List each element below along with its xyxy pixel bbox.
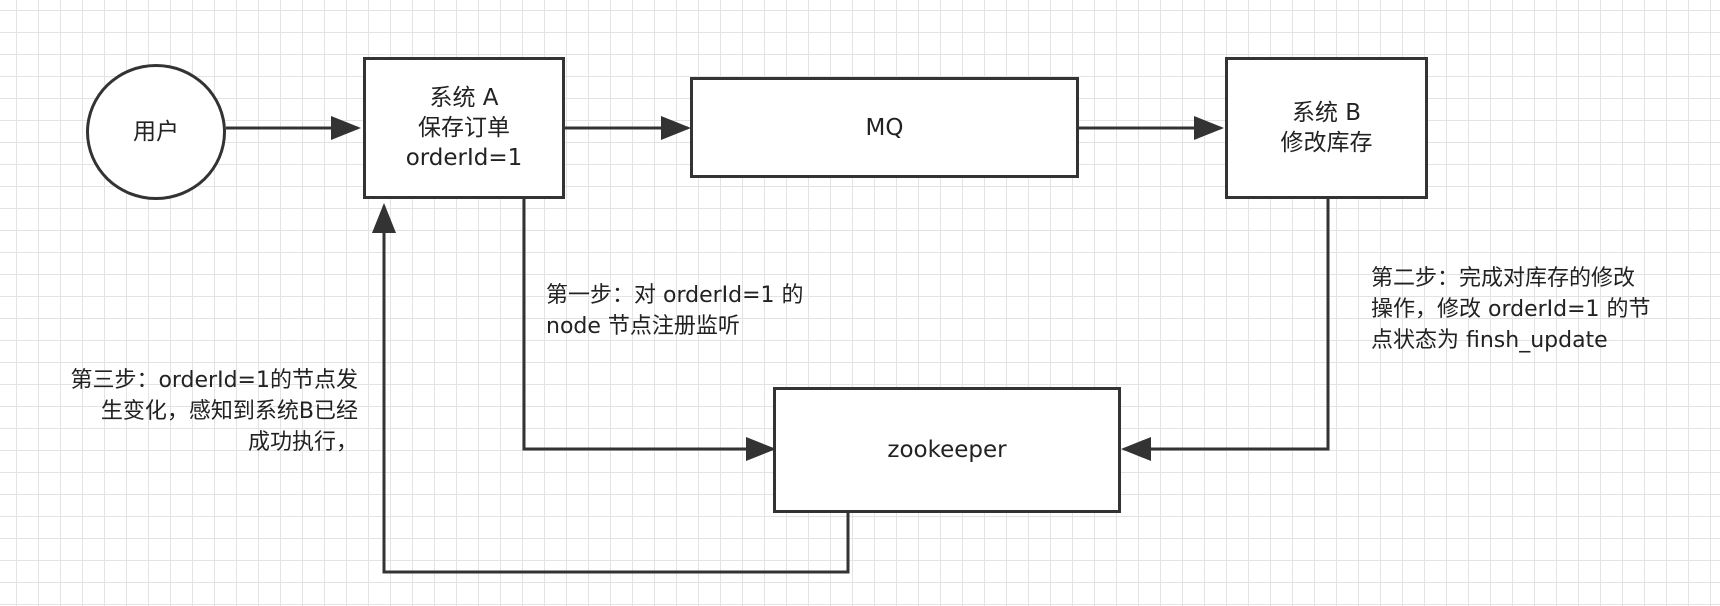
step2-annotation: 第二步：完成对库存的修改 操作，修改 orderId=1 的节 点状态为 fin… [1371, 263, 1651, 356]
mq-node-label: MQ [865, 114, 904, 141]
step2-line-2: 操作，修改 orderId=1 的节 [1371, 297, 1651, 322]
step3-annotation: 第三步：orderId=1的节点发 生变化，感知到系统B已经 成功执行， [70, 365, 358, 458]
step1-line-1: 第一步：对 orderId=1 的 [546, 283, 804, 308]
step3-line-1: 第三步：orderId=1的节点发 [70, 368, 358, 393]
step3-line-2: 生变化，感知到系统B已经 [100, 399, 358, 424]
arrow-system-b-to-zookeeper [1121, 198, 1330, 461]
zookeeper-node: zookeeper [773, 387, 1121, 513]
user-node-label: 用户 [133, 119, 179, 145]
system-b-title: 系统 B [1291, 100, 1362, 126]
step2-line-3: 点状态为 finsh_update [1371, 328, 1608, 353]
system-a-node: 系统 A 保存订单 orderId=1 [363, 57, 565, 199]
system-a-action: 保存订单 [418, 115, 510, 141]
step3-line-3: 成功执行， [247, 430, 358, 455]
arrow-zookeeper-to-system-a [372, 203, 850, 574]
system-a-order-id: orderId=1 [405, 145, 523, 171]
system-b-node: 系统 B 修改库存 [1225, 57, 1428, 199]
system-b-action: 修改库存 [1280, 130, 1373, 156]
user-node: 用户 [86, 64, 226, 200]
system-b-node-text: 系统 B 修改库存 [1281, 98, 1373, 158]
system-a-title: 系统 A [429, 85, 499, 111]
step1-line-2: node 节点注册监听 [546, 314, 740, 339]
mq-node: MQ [690, 77, 1079, 178]
system-a-node-text: 系统 A 保存订单 orderId=1 [406, 83, 523, 173]
zookeeper-node-label: zookeeper [887, 437, 1007, 463]
arrow-system-a-to-zookeeper [522, 198, 776, 461]
step2-line-1: 第二步：完成对库存的修改 [1371, 266, 1636, 291]
step1-annotation: 第一步：对 orderId=1 的 node 节点注册监听 [546, 280, 804, 342]
